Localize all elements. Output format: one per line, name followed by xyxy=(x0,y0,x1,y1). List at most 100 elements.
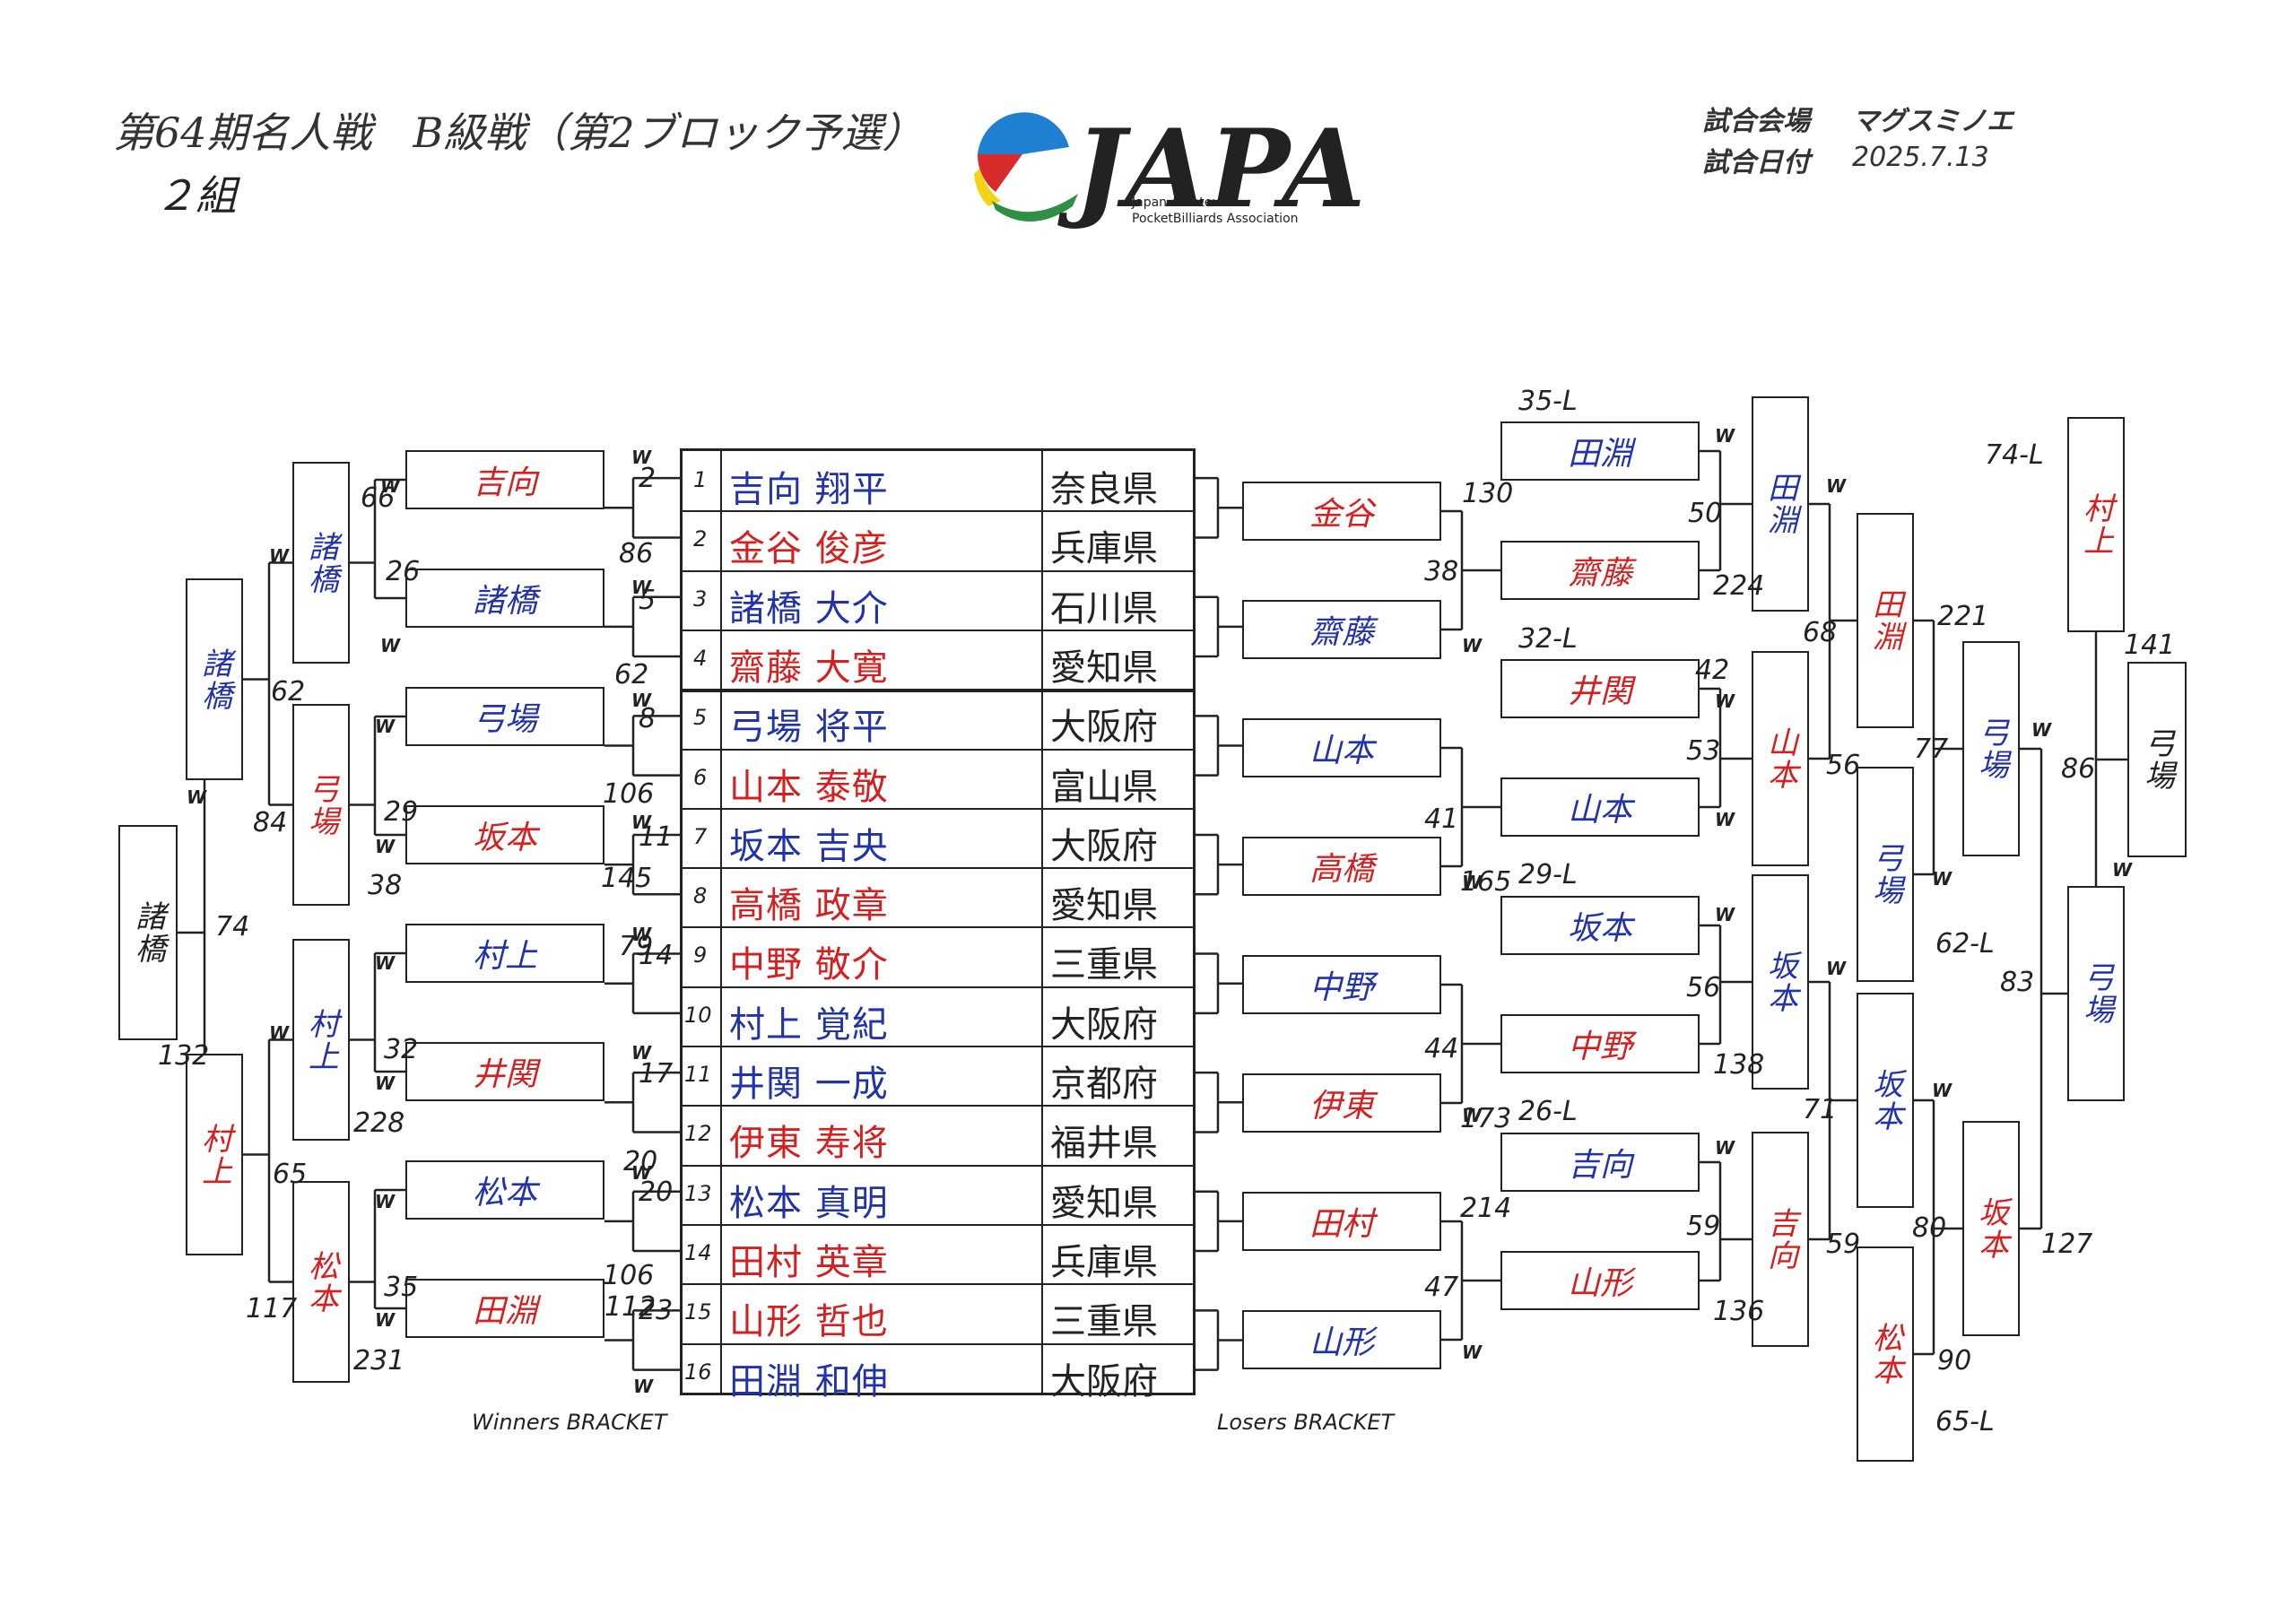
winners-r2-box-label: 弓場 xyxy=(302,772,339,838)
winners-r1-box: 田淵 xyxy=(405,1279,604,1338)
losers-r5-box: 弓場 xyxy=(1962,641,2020,856)
losers-score: 56 xyxy=(1686,972,1721,1003)
losers-r2-box-label: 齋藤 xyxy=(1567,555,1632,592)
entry-name: 齋藤 大寛 xyxy=(729,647,889,689)
drop-label: 35-L xyxy=(1518,386,1578,417)
match-number: 20 xyxy=(639,1177,674,1208)
winner-mark: W xyxy=(2031,719,2052,741)
losers-r2-box: 吉向 xyxy=(1500,1133,1700,1192)
losers-r4-box-label: 弓場 xyxy=(1866,842,1903,907)
winners-r3-box-label: 村上 xyxy=(196,1122,232,1187)
winner-mark: W xyxy=(269,1022,290,1044)
winners-r3-box-label: 諸橋 xyxy=(196,647,232,712)
date-label: 試合日付 xyxy=(1702,147,1810,178)
losers-r4-box: 弓場 xyxy=(1857,767,1914,982)
match-number: 14 xyxy=(639,940,674,971)
venue-value: マグスミノエ xyxy=(1852,106,2013,137)
losers-score: 165 xyxy=(1460,866,1512,898)
losers-r3-box-label: 坂本 xyxy=(1761,950,1798,1014)
winners-score: 79 xyxy=(619,931,654,962)
entry-name: 諸橋 大介 xyxy=(729,587,889,630)
losers-r3-box: 田淵 xyxy=(1752,396,1809,612)
losers-score: 42 xyxy=(1695,655,1730,686)
losers-r1-box: 伊東 xyxy=(1242,1073,1441,1133)
winners-score: 228 xyxy=(353,1107,405,1139)
entry-prefecture: 福井県 xyxy=(1050,1123,1158,1165)
winner-mark: W xyxy=(1715,1137,1735,1159)
entry-seed: 12 xyxy=(684,1121,712,1147)
entry-seed: 8 xyxy=(693,883,708,909)
winners-score: 20 xyxy=(623,1146,658,1177)
winner-mark: W xyxy=(631,1042,652,1064)
entry-seed: 4 xyxy=(693,645,708,671)
losers-score: 68 xyxy=(1803,617,1838,648)
losers-score: 214 xyxy=(1460,1193,1512,1224)
losers-r1-box: 高橋 xyxy=(1242,837,1441,896)
entry-prefecture: 大阪府 xyxy=(1050,825,1158,867)
losers-r2-box: 齋藤 xyxy=(1500,541,1700,600)
losers-score: 41 xyxy=(1424,803,1459,835)
entry-name: 田淵 和伸 xyxy=(729,1360,889,1403)
entry-prefecture: 愛知県 xyxy=(1050,1182,1158,1224)
winners-r2-box-label: 村上 xyxy=(302,1007,339,1073)
winners-score: 231 xyxy=(353,1345,405,1376)
match-number: 2 xyxy=(639,463,657,494)
winner-mark: W xyxy=(631,812,652,833)
losers-r3-box-label: 田淵 xyxy=(1761,472,1798,536)
entry-name: 伊東 寿将 xyxy=(729,1123,889,1165)
winners-final-box: 諸橋 xyxy=(118,825,178,1040)
winners-r2-box: 諸橋 xyxy=(292,462,350,664)
winner-mark: W xyxy=(1932,868,1952,890)
winner-mark: W xyxy=(375,716,396,737)
winners-score: 62 xyxy=(614,659,649,690)
entry-prefecture: 大阪府 xyxy=(1050,1003,1158,1046)
losers-caption: Losers BRACKET xyxy=(1217,1410,1395,1435)
winners-r1-box: 諸橋 xyxy=(405,569,604,628)
match-number: 23 xyxy=(639,1295,674,1326)
winner-mark: W xyxy=(1826,475,1847,497)
losers-r1-box: 齋藤 xyxy=(1242,600,1441,659)
entry-seed: 16 xyxy=(684,1359,712,1385)
drop-label: 65-L xyxy=(1935,1406,1995,1437)
entry-prefecture: 京都府 xyxy=(1050,1064,1158,1105)
losers-r4-box-label: 松本 xyxy=(1866,1322,1903,1386)
entry-seed: 14 xyxy=(684,1239,712,1265)
winners-score: 32 xyxy=(384,1034,419,1065)
losers-r3-box: 山本 xyxy=(1752,651,1809,866)
losers-r2-box: 山形 xyxy=(1500,1251,1700,1310)
winner-mark: W xyxy=(1462,1105,1483,1126)
losers-score: 224 xyxy=(1713,570,1765,602)
winner-mark: W xyxy=(631,1162,652,1184)
logo-sub2: PocketBilliards Association xyxy=(1132,212,1299,226)
losers-r2-box: 山本 xyxy=(1500,777,1700,837)
winner-mark: W xyxy=(631,447,652,468)
winners-score: 35 xyxy=(384,1272,419,1303)
losers-final-box: 弓場 xyxy=(2127,662,2187,857)
winner-mark: W xyxy=(375,1309,396,1331)
losers-r1-box: 山形 xyxy=(1242,1310,1441,1369)
losers-r2-box: 坂本 xyxy=(1500,896,1700,955)
losers-r6-box: 村上 xyxy=(2067,417,2125,632)
winner-mark: W xyxy=(1826,958,1847,979)
winners-r1-box-label: 坂本 xyxy=(472,820,537,856)
losers-score: 136 xyxy=(1713,1296,1765,1327)
entry-name: 山本 泰敬 xyxy=(729,766,889,808)
winners-score: 112 xyxy=(604,1291,657,1323)
drop-label: 26-L xyxy=(1518,1096,1578,1127)
winners-r1-box-label: 弓場 xyxy=(472,701,537,738)
losers-score: 173 xyxy=(1460,1103,1512,1134)
match-number: 11 xyxy=(639,821,674,853)
losers-r3-box: 吉向 xyxy=(1752,1132,1809,1347)
losers-r4-box: 松本 xyxy=(1857,1246,1914,1462)
winner-mark: W xyxy=(1462,635,1483,656)
losers-r3-box: 坂本 xyxy=(1752,874,1809,1090)
losers-r5-box-label: 坂本 xyxy=(1972,1196,2009,1261)
winners-r1-box: 村上 xyxy=(405,924,604,983)
winners-r1-box: 弓場 xyxy=(405,687,604,746)
losers-score: 221 xyxy=(1937,601,1989,632)
entry-name: 田村 英章 xyxy=(729,1241,889,1283)
losers-r2-box-label: 井関 xyxy=(1567,673,1632,710)
entry-prefecture: 石川県 xyxy=(1050,587,1158,630)
